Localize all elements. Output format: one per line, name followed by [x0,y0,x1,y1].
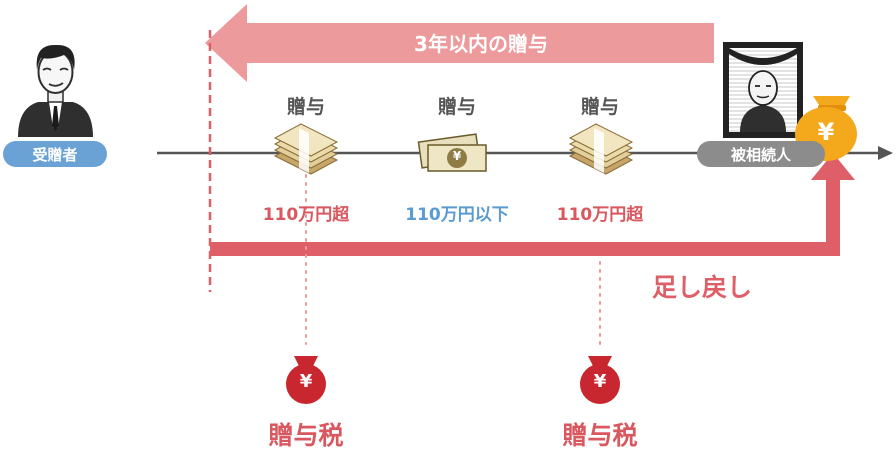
three-year-arrow [205,4,714,82]
businessman-icon [18,44,93,137]
addback-arrow [210,153,855,256]
decedent-badge [697,141,825,167]
yen-banknotes-icon [417,133,487,172]
estate-yen-symbol: ¥ [817,118,835,146]
gift-tax-yen-symbol-1: ¥ [299,371,313,392]
gift-tax-bag-icon [286,356,326,404]
banknote-bundle-icon [568,123,634,175]
gift-label-2: 贈与 [437,96,476,118]
three-year-gift-label: 3年以内の贈与 [414,32,548,56]
gift-amount-2: 110万円以下 [405,205,509,225]
gift-amount-1: 110万円超 [262,205,350,225]
addback-label: 足し戻し [652,273,753,302]
timeline-arrowhead [878,146,893,160]
gift-label-1: 贈与 [286,96,325,118]
gift-tax-label-2: 贈与税 [562,421,638,450]
decedent-label: 被相続人 [730,146,791,164]
yen-banknote-symbol: ¥ [452,149,462,163]
gift-tax-label-1: 贈与税 [268,421,344,450]
recipient-badge [3,141,107,167]
gift-label-3: 贈与 [580,96,619,118]
gift-amount-3: 110万円超 [556,205,644,225]
gift-tax-yen-symbol-2: ¥ [593,371,607,392]
recipient-label: 受贈者 [32,146,78,164]
memorial-portrait-icon [723,42,803,138]
gift-tax-bag-icon [580,356,620,404]
banknote-bundle-icon [273,123,339,175]
